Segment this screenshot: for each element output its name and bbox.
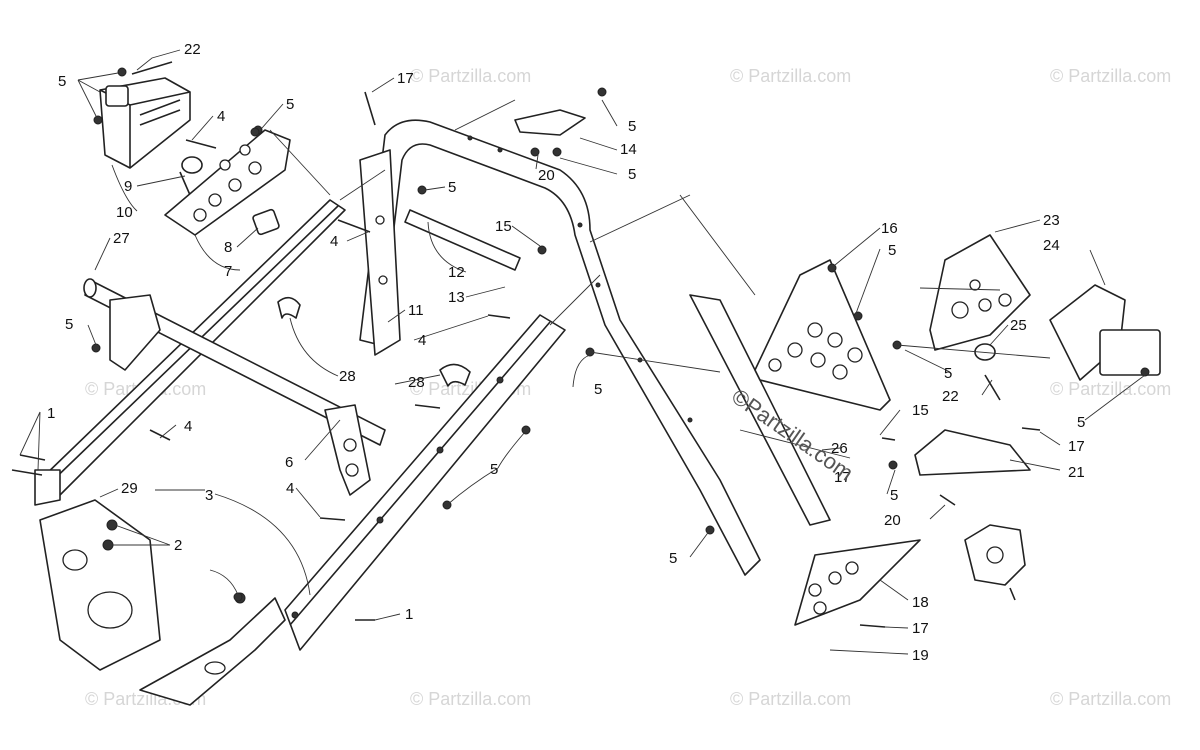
callout-5: 5 (890, 487, 898, 504)
callout-28: 28 (408, 374, 425, 391)
callout-27: 27 (113, 230, 130, 247)
part-bracket-right (324, 404, 371, 496)
part-frame-channel (284, 314, 566, 651)
part-strap (404, 209, 521, 271)
callout-19: 19 (912, 647, 929, 664)
part-side-panel (754, 259, 891, 411)
part-upper-bracket-plate (929, 234, 1031, 351)
callout-28: 28 (339, 368, 356, 385)
callout-11: 11 (408, 302, 424, 319)
part-module-box (1049, 284, 1161, 381)
callout-4: 4 (217, 108, 225, 125)
callout-23: 23 (1043, 212, 1060, 229)
callout-labels: 22 5 4 5 9 10 27 8 7 17 5 14 20 5 5 4 15… (47, 41, 1085, 664)
callout-20: 20 (538, 167, 555, 184)
callout-6: 6 (285, 454, 293, 471)
callout-24: 24 (1043, 237, 1060, 254)
part-clip-lower (439, 363, 471, 387)
callout-9: 9 (124, 178, 132, 195)
callout-29: 29 (121, 480, 138, 497)
callout-4: 4 (184, 418, 192, 435)
part-lower-bracket (914, 429, 1031, 476)
part-right-channel (689, 294, 831, 526)
watermark: © Partzilla.com (1050, 379, 1171, 399)
callout-17: 17 (834, 469, 851, 486)
watermark: © Partzilla.com (730, 66, 851, 86)
alignment-lines (155, 99, 1051, 491)
callout-8: 8 (224, 239, 232, 256)
part-lower-mount (139, 592, 286, 706)
callout-25: 25 (1010, 317, 1027, 334)
part-relay (179, 156, 203, 196)
callout-5: 5 (628, 118, 636, 135)
callout-26: 26 (831, 440, 848, 457)
callout-20: 20 (884, 512, 901, 529)
callout-13: 13 (448, 289, 465, 306)
callout-2: 2 (174, 537, 182, 554)
part-bracket-left (109, 294, 161, 371)
callout-5: 5 (1077, 414, 1085, 431)
callout-16: 16 (881, 220, 898, 237)
part-mount-bracket (514, 109, 586, 136)
callout-4: 4 (286, 480, 294, 497)
callout-5: 5 (286, 96, 294, 113)
callout-leaders (19, 49, 1146, 655)
callout-3: 3 (205, 487, 213, 504)
callout-5: 5 (594, 381, 602, 398)
callout-15: 15 (912, 402, 929, 419)
callout-5: 5 (888, 242, 896, 259)
watermark: © Partzilla.com (730, 689, 851, 709)
watermark: © Partzilla.com (1050, 66, 1171, 86)
callout-7: 7 (224, 263, 232, 280)
callout-5: 5 (65, 316, 73, 333)
callout-1: 1 (47, 405, 55, 422)
callout-17: 17 (912, 620, 929, 637)
watermark: © Partzilla.com (1050, 689, 1171, 709)
callout-22: 22 (184, 41, 201, 58)
callout-15: 15 (495, 218, 512, 235)
callout-18: 18 (912, 594, 929, 611)
part-long-rail (34, 199, 346, 506)
callout-22: 22 (942, 388, 959, 405)
part-perforated-plate (164, 125, 291, 236)
callout-4: 4 (418, 332, 426, 349)
part-small-relay (252, 208, 280, 236)
watermark: © Partzilla.com (410, 689, 531, 709)
callout-4: 4 (330, 233, 338, 250)
part-crossbar (83, 278, 386, 446)
part-clip-upper (277, 296, 301, 319)
callout-17: 17 (397, 70, 414, 87)
callout-5: 5 (669, 550, 677, 567)
callout-5: 5 (628, 166, 636, 183)
callout-1: 1 (405, 606, 413, 623)
callout-17: 17 (1068, 438, 1085, 455)
part-steering-unit (964, 524, 1026, 586)
part-ecu-box (93, 61, 191, 169)
part-front-bracket (39, 499, 161, 671)
callout-21: 21 (1068, 464, 1085, 481)
callout-5: 5 (490, 461, 498, 478)
watermark: © Partzilla.com (410, 66, 531, 86)
callout-5: 5 (448, 179, 456, 196)
callout-12: 12 (448, 264, 465, 281)
callout-5: 5 (58, 73, 66, 90)
callout-5: 5 (944, 365, 952, 382)
part-lower-plate (794, 539, 921, 626)
part-riser (359, 149, 401, 356)
callout-10: 10 (116, 204, 133, 221)
callout-14: 14 (620, 141, 637, 158)
